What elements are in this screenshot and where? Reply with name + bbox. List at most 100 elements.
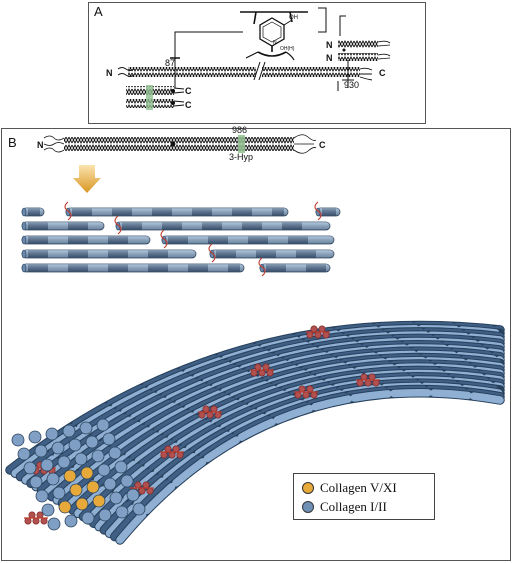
collagen-v-xi-end [58, 500, 72, 514]
a-c-terminus-2: C [185, 86, 192, 96]
collagen-i-ii-end [98, 508, 112, 522]
hyp-highlight-a [146, 85, 153, 110]
pyridinoline-ring [240, 11, 308, 61]
ring-n-label: N [273, 40, 277, 46]
collagen-i-ii-end [68, 438, 82, 452]
collagen-v-xi-end [80, 466, 94, 480]
legend-label: Collagen I/II [320, 499, 387, 514]
crosslink [160, 229, 168, 249]
staggered-array [21, 201, 341, 277]
collagen-rod [161, 235, 335, 245]
collagen-rod [259, 263, 331, 273]
collagen-i-ii-end [28, 430, 42, 444]
fibril-bundle [5, 320, 505, 545]
crosslink [114, 215, 122, 235]
b-c-terminus: C [319, 140, 326, 150]
helix-segment-left [128, 67, 256, 77]
collagen-i-ii-end [62, 424, 76, 438]
panel-a-label: A [94, 4, 103, 19]
collagen-rod [21, 235, 151, 245]
collagen-i-ii-end [35, 489, 49, 503]
collagen-i-ii-end [85, 435, 99, 449]
crosslink [258, 257, 266, 277]
crosslink [208, 243, 216, 263]
collagen-i-ii-swatch [302, 501, 314, 513]
collagen-v-xi-swatch [302, 482, 314, 494]
collagen-i-ii-end [79, 421, 93, 435]
legend: Collagen V/XI Collagen I/II [293, 473, 435, 520]
collagen-i-ii-end [114, 460, 128, 474]
crosslink-cluster [24, 511, 48, 525]
panel-b-molecule [43, 134, 317, 193]
residue-930: 930 [344, 80, 360, 90]
collagen-i-ii-end [120, 474, 134, 488]
collagen-rod [21, 207, 45, 217]
helix-break [253, 61, 266, 81]
hyp-label: 3-Hyp [229, 152, 254, 162]
collagen-i-ii-end [132, 502, 146, 516]
legend-label: Collagen V/XI [320, 480, 397, 495]
oh-label: OH [289, 15, 298, 21]
crosslink-cluster [160, 445, 184, 459]
collagen-i-ii-end [126, 488, 140, 502]
hyp-highlight-b [238, 135, 245, 153]
collagen-i-ii-end [74, 452, 88, 466]
residue-986: 986 [232, 125, 248, 135]
legend-item-collagen-v-xi: Collagen V/XI [302, 479, 397, 497]
crosslink-cluster [294, 385, 318, 399]
b-n-terminus: N [37, 140, 44, 150]
collagen-i-ii-end [46, 472, 60, 486]
collagen-i-ii-end [52, 486, 66, 500]
collagen-i-ii-end [23, 461, 37, 475]
helix-segment-right [262, 67, 360, 77]
down-arrow [73, 165, 101, 193]
crosslink [314, 201, 322, 221]
collagen-v-xi-end [63, 469, 77, 483]
collagen-rod [21, 249, 197, 259]
collagen-rod [209, 249, 335, 259]
a-c-terminus: C [379, 68, 386, 78]
a-n-terminus: N [106, 68, 113, 78]
collagen-i-ii-end [45, 427, 59, 441]
collagen-rod [21, 263, 245, 273]
collagen-rod [315, 207, 341, 217]
collagen-i-ii-end [108, 446, 122, 460]
oh-h-label: OH(H) [280, 46, 295, 52]
collagen-i-ii-end [115, 505, 129, 519]
panel-b-label: B [8, 135, 17, 150]
collagen-i-ii-end [91, 449, 105, 463]
collagen-i-ii-end [102, 432, 116, 446]
collagen-i-ii-end [40, 458, 54, 472]
collagen-i-ii-end [64, 514, 78, 528]
collagen-rod [65, 207, 289, 217]
legend-item-collagen-i-ii: Collagen I/II [302, 498, 387, 516]
collagen-v-xi-end [75, 497, 89, 511]
crosslink-cluster [306, 325, 330, 339]
panel-a-molecule [117, 7, 391, 110]
crosslink-cluster [356, 373, 380, 387]
crosslink [64, 201, 72, 221]
a-n-terminus-2: N [326, 40, 333, 50]
collagen-i-ii-end [57, 455, 71, 469]
collagen-v-xi-end [92, 494, 106, 508]
collagen-i-ii-end [29, 475, 43, 489]
collagen-i-ii-end [11, 433, 25, 447]
collagen-i-ii-end [47, 517, 61, 531]
a-c-terminus-3: C [185, 100, 192, 110]
collagen-rod [21, 221, 105, 231]
collagen-i-ii-end [109, 491, 123, 505]
collagen-i-ii-end [17, 447, 31, 461]
crosslink-cluster [198, 405, 222, 419]
crosslink-cluster [250, 363, 274, 377]
collagen-i-ii-end [34, 444, 48, 458]
collagen-v-xi-end [69, 483, 83, 497]
collagen-i-ii-end [97, 463, 111, 477]
collagen-v-xi-end [86, 480, 100, 494]
a-n-terminus-3: N [326, 53, 333, 63]
collagen-i-ii-end [96, 418, 110, 432]
residue-87: 87 [165, 58, 176, 68]
collagen-rod [115, 221, 331, 231]
triple-helix [64, 137, 294, 151]
collagen-i-ii-end [41, 503, 55, 517]
